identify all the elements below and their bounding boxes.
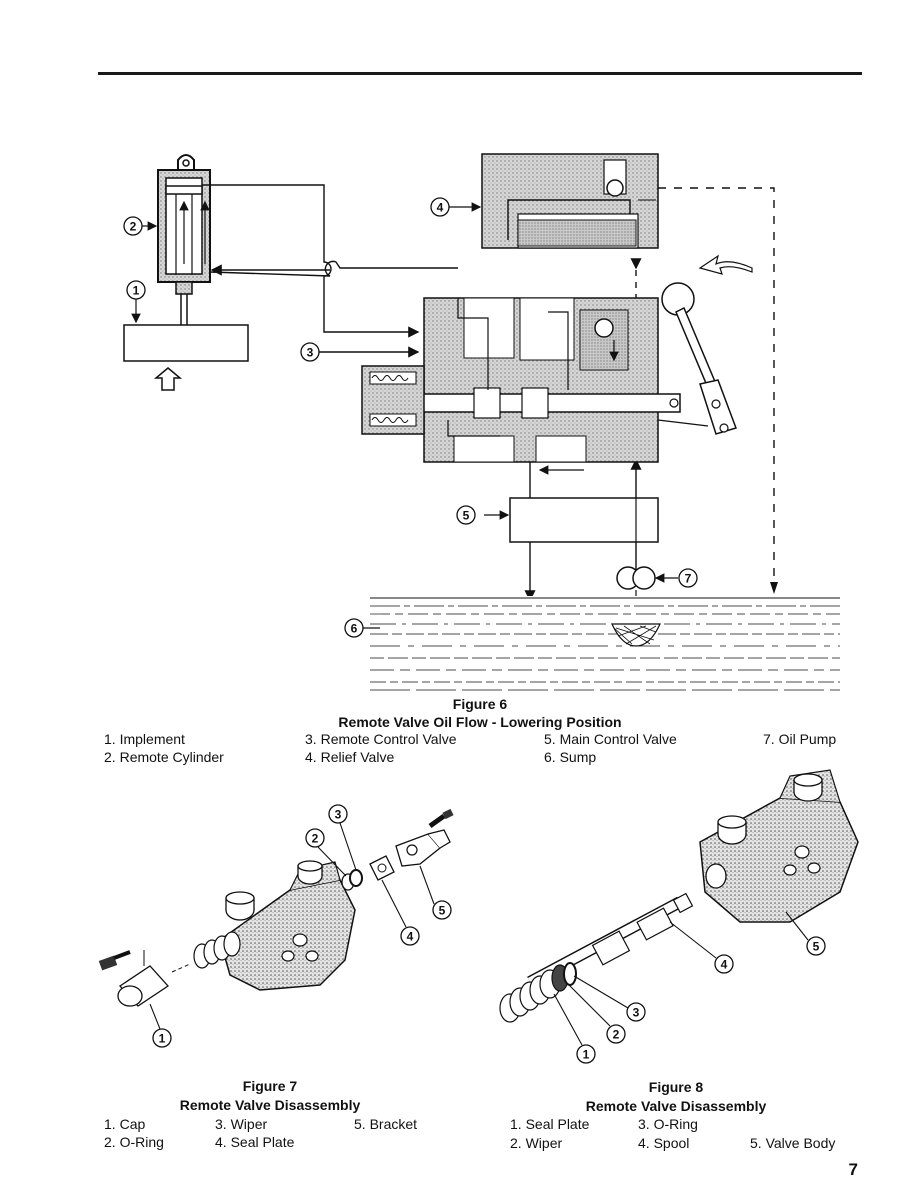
callout-4: 4 bbox=[430, 197, 482, 217]
svg-text:3: 3 bbox=[307, 346, 314, 360]
svg-text:2: 2 bbox=[130, 220, 137, 234]
legend-item: 3. O-Ring bbox=[638, 1116, 698, 1132]
oil-lines bbox=[202, 184, 642, 602]
callout-1: 1 bbox=[149, 1003, 172, 1048]
figure8-illustration: 1 2 3 4 5 bbox=[499, 769, 859, 1064]
spring bbox=[193, 931, 241, 969]
remote-cylinder bbox=[157, 154, 211, 325]
svg-text:4: 4 bbox=[437, 201, 444, 215]
legend-item: 2. O-Ring bbox=[104, 1134, 164, 1150]
valve-body bbox=[219, 879, 356, 991]
callout-3: 3 bbox=[573, 975, 646, 1022]
figure6-title: Figure 6 bbox=[452, 696, 508, 712]
main-control-valve bbox=[509, 497, 659, 543]
callout-2: 2 bbox=[123, 216, 158, 236]
figure8-subtitle: Remote Valve Disassembly bbox=[585, 1098, 767, 1114]
implement-box bbox=[123, 324, 249, 362]
bracket bbox=[395, 833, 441, 867]
callout-4: 4 bbox=[381, 879, 420, 946]
figure6-diagram: 1 2 3 4 5 6 7 bbox=[123, 153, 840, 692]
legend-item: 4. Relief Valve bbox=[305, 749, 395, 765]
legend-item: 1. Cap bbox=[104, 1116, 146, 1132]
legend-item: 4. Spool bbox=[638, 1135, 690, 1151]
sump bbox=[370, 596, 840, 692]
legend-item: 5. Bracket bbox=[354, 1116, 418, 1132]
figure7-illustration: 1 2 3 4 5 bbox=[98, 804, 454, 1048]
page-number: 7 bbox=[848, 1160, 858, 1179]
svg-text:1: 1 bbox=[133, 284, 140, 298]
callout-5: 5 bbox=[785, 911, 826, 956]
legend-item: 4. Seal Plate bbox=[215, 1134, 295, 1150]
svg-text:5: 5 bbox=[439, 904, 446, 918]
legend-item: 3. Wiper bbox=[215, 1116, 268, 1132]
remote-control-valve bbox=[361, 254, 753, 475]
callout-1: 1 bbox=[126, 280, 146, 324]
figure7-subtitle: Remote Valve Disassembly bbox=[179, 1097, 361, 1113]
legend-item: 7. Oil Pump bbox=[763, 731, 837, 747]
svg-text:3: 3 bbox=[335, 808, 342, 822]
legend-item: 1. Seal Plate bbox=[510, 1116, 590, 1132]
legend-item: 5. Valve Body bbox=[750, 1135, 836, 1151]
legend-item: 2. Remote Cylinder bbox=[104, 749, 224, 765]
svg-text:2: 2 bbox=[312, 832, 319, 846]
legend-item: 2. Wiper bbox=[510, 1135, 563, 1151]
callout-5: 5 bbox=[419, 865, 452, 920]
relief-valve bbox=[481, 153, 659, 249]
figure6-subtitle: Remote Valve Oil Flow - Lowering Positio… bbox=[338, 714, 622, 730]
legend-item: 3. Remote Control Valve bbox=[305, 731, 457, 747]
callout-6: 6 bbox=[344, 618, 380, 638]
cap-screw bbox=[98, 950, 131, 971]
legend-item: 5. Main Control Valve bbox=[544, 731, 677, 747]
callout-1: 1 bbox=[553, 993, 596, 1064]
svg-text:1: 1 bbox=[159, 1032, 166, 1046]
callout-2: 2 bbox=[305, 828, 347, 877]
svg-text:1: 1 bbox=[583, 1048, 590, 1062]
up-arrow-icon bbox=[153, 367, 183, 391]
callout-2: 2 bbox=[563, 979, 626, 1044]
svg-text:5: 5 bbox=[463, 509, 470, 523]
callout-7: 7 bbox=[678, 568, 698, 588]
svg-text:7: 7 bbox=[685, 572, 692, 586]
callout-5: 5 bbox=[456, 505, 476, 525]
legend-item: 1. Implement bbox=[104, 731, 185, 747]
spring bbox=[499, 969, 561, 1023]
svg-text:2: 2 bbox=[613, 1028, 620, 1042]
svg-text:6: 6 bbox=[351, 622, 358, 636]
figure7-title: Figure 7 bbox=[242, 1078, 298, 1094]
svg-text:4: 4 bbox=[721, 958, 728, 972]
svg-text:5: 5 bbox=[813, 940, 820, 954]
relief-return-line bbox=[626, 187, 775, 588]
callout-3: 3 bbox=[300, 342, 320, 362]
figure8-title: Figure 8 bbox=[648, 1079, 704, 1095]
callout-4: 4 bbox=[669, 921, 734, 974]
legend-item: 6. Sump bbox=[544, 749, 597, 765]
svg-text:4: 4 bbox=[407, 930, 414, 944]
callout-3: 3 bbox=[328, 804, 357, 871]
header-rule bbox=[98, 72, 862, 75]
svg-text:3: 3 bbox=[633, 1006, 640, 1020]
figure6-callouts: 1 2 3 4 5 6 7 bbox=[123, 197, 698, 638]
